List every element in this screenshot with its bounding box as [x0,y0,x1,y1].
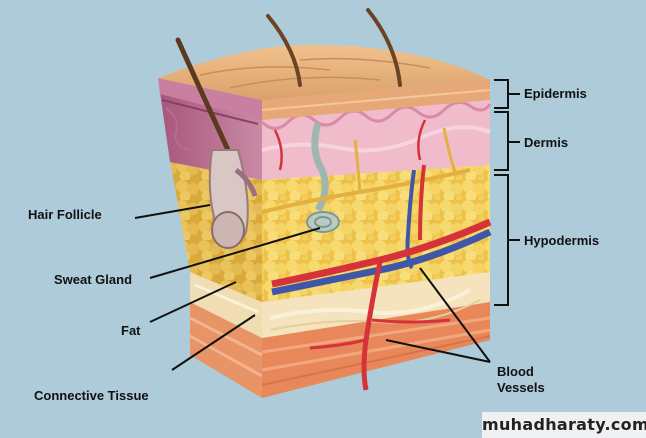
label-connective-tissue: Connective Tissue [34,388,149,403]
watermark: muhadharaty.com [482,412,646,438]
label-dermis: Dermis [524,135,569,150]
label-hypodermis: Hypodermis [524,233,600,248]
label-epidermis: Epidermis [524,86,587,101]
label-blood-vessels-line1: Blood [497,364,534,379]
label-hair-follicle: Hair Follicle [28,207,102,222]
label-fat: Fat [121,323,141,338]
label-sweat-gland: Sweat Gland [54,272,133,287]
label-blood-vessels-line2: Vessels [497,380,545,395]
